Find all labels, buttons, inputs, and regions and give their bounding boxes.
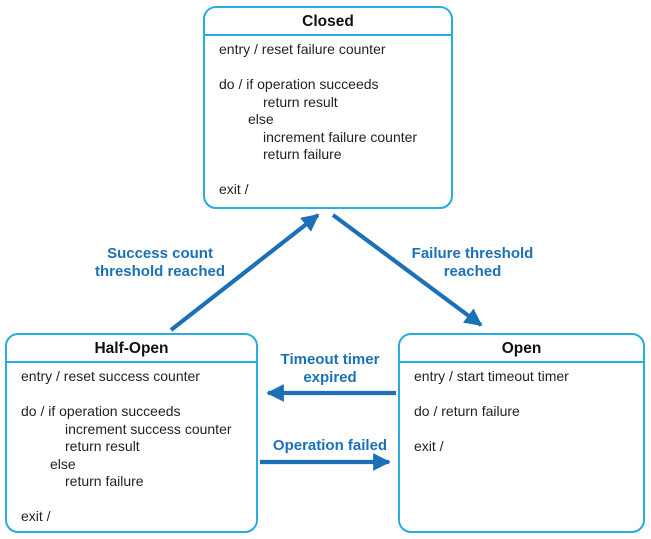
state-line: else: [50, 455, 76, 472]
state-body-open: entry / start timeout timer do / return …: [400, 363, 643, 456]
state-line: do / if operation succeeds: [219, 76, 379, 92]
state-box-closed: Closed entry / reset failure counter do …: [203, 6, 453, 209]
state-line: exit /: [219, 181, 249, 197]
state-line: entry / reset success counter: [21, 368, 200, 384]
state-line: return result: [65, 438, 140, 454]
transition-label-operation-failed: Operation failed: [272, 437, 388, 454]
state-line: return failure: [65, 473, 144, 489]
state-body-closed: entry / reset failure counter do / if op…: [205, 36, 451, 199]
state-title-open: Open: [400, 335, 643, 363]
line-spacer: [219, 59, 445, 77]
line-spacer: [219, 164, 445, 182]
state-line: increment success counter: [65, 420, 232, 437]
line-spacer: [21, 386, 250, 404]
state-box-half-open: Half-Open entry / reset success counter …: [5, 333, 258, 533]
state-line: entry / start timeout timer: [414, 368, 569, 384]
state-line: increment failure counter: [263, 128, 418, 145]
state-line: do / if operation succeeds: [21, 403, 181, 419]
line-spacer: [414, 386, 637, 404]
state-body-half-open: entry / reset success counter do / if op…: [7, 363, 256, 526]
state-line: do / return failure: [414, 403, 520, 419]
state-title-half-open: Half-Open: [7, 335, 256, 363]
line-spacer: [21, 491, 250, 509]
state-line: entry / reset failure counter: [219, 41, 386, 57]
state-line: exit /: [21, 508, 51, 524]
state-box-open: Open entry / start timeout timer do / re…: [398, 333, 645, 533]
state-title-closed: Closed: [205, 8, 451, 36]
transition-label-timeout-timer: Timeout timer expired: [280, 351, 380, 386]
line-spacer: [414, 421, 637, 439]
state-line: return failure: [263, 146, 342, 162]
transition-label-success-count: Success count threshold reached: [94, 245, 226, 280]
transition-label-failure-threshold: Failure threshold reached: [411, 245, 534, 280]
state-line: else: [248, 111, 274, 127]
state-line: exit /: [414, 438, 444, 454]
state-line: return result: [263, 93, 338, 110]
